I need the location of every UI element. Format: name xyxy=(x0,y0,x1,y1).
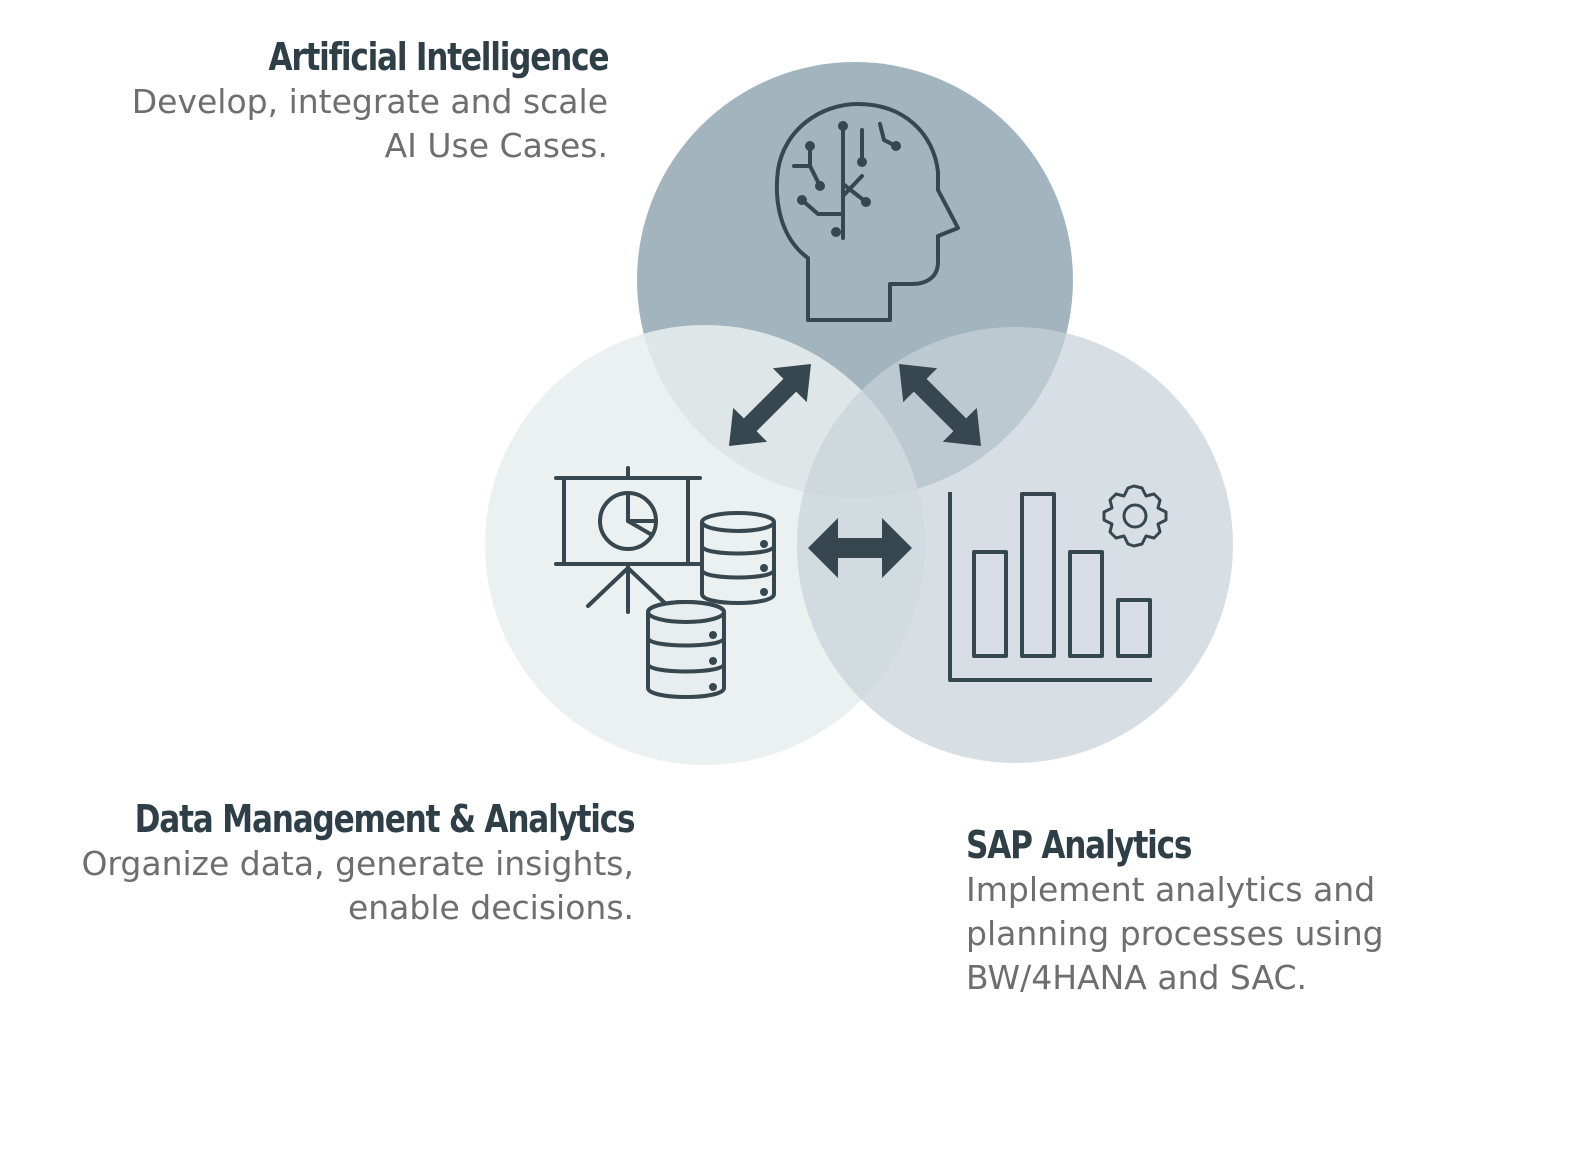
ai-description-line-2: AI Use Cases. xyxy=(384,126,608,165)
presentation-board-icon xyxy=(554,466,702,614)
data-management-label-block: Data Management & Analytics Organize dat… xyxy=(25,796,635,930)
sap-analytics-description: Implement analytics and planning process… xyxy=(966,868,1384,1000)
data-management-description-line-1: Organize data, generate insights, xyxy=(81,844,634,883)
database-stack-icon xyxy=(700,511,776,605)
circle-data-management xyxy=(485,325,925,765)
ai-title: Artificial Intelligence xyxy=(268,35,609,79)
sap-analytics-description-line-3: BW/4HANA and SAC. xyxy=(966,958,1308,997)
data-management-title: Data Management & Analytics xyxy=(134,797,635,841)
gear-icon xyxy=(1102,484,1168,548)
database-stack-icon-2 xyxy=(646,600,726,699)
sap-analytics-title: SAP Analytics xyxy=(966,823,1192,867)
sap-analytics-description-line-2: planning processes using xyxy=(966,914,1384,953)
brain-circuit-head-icon xyxy=(774,102,960,322)
data-sap-arrow-icon xyxy=(808,518,912,578)
data-management-description-line-2: enable decisions. xyxy=(347,888,634,927)
sap-analytics-label-block: SAP Analytics Implement analytics and pl… xyxy=(966,822,1384,1000)
bar-chart-icon xyxy=(948,492,1152,682)
ai-description-line-1: Develop, integrate and scale xyxy=(131,82,608,121)
sap-analytics-description-line-1: Implement analytics and xyxy=(966,870,1376,909)
ai-label-block: Artificial Intelligence Develop, integra… xyxy=(132,34,609,168)
ai-data-arrow-icon xyxy=(728,363,812,447)
data-management-description: Organize data, generate insights, enable… xyxy=(25,842,634,930)
ai-sap-arrow-icon xyxy=(898,363,982,447)
ai-description: Develop, integrate and scale AI Use Case… xyxy=(132,80,608,168)
brain-circuit-nodes-icon xyxy=(797,121,901,237)
